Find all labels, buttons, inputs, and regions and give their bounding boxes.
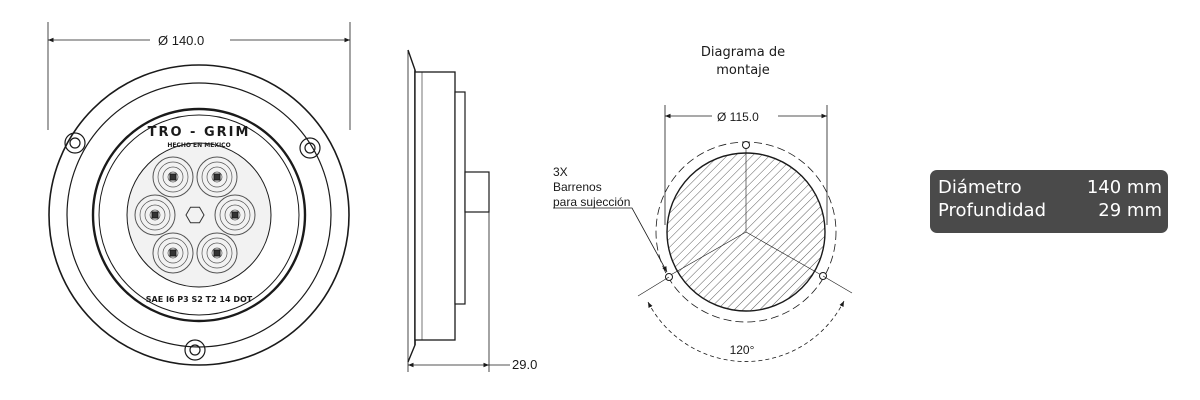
led-cell <box>196 156 238 198</box>
led-cell <box>134 194 176 236</box>
spec-label: Diámetro <box>938 177 1022 198</box>
angle-label: 120° <box>730 343 755 357</box>
side-view <box>407 49 510 372</box>
holes-count-label: 3X <box>553 165 568 179</box>
holes-label-line2: Barrenos <box>553 180 602 194</box>
led-cell <box>152 156 194 198</box>
led-cluster <box>134 156 256 274</box>
front-diameter-label: Ø 140.0 <box>158 33 204 48</box>
front-mounting-hole <box>64 132 86 154</box>
spec-value: 140 mm <box>1086 177 1162 198</box>
mounting-hole <box>742 141 750 149</box>
spec-value: 29 mm <box>1098 200 1162 221</box>
led-cell <box>196 232 238 274</box>
brand-text: TRO - GRIM <box>148 125 251 140</box>
holes-label-line3: para sujección <box>553 195 630 209</box>
center-hex <box>185 206 205 224</box>
front-mounting-hole <box>184 339 206 361</box>
led-cell <box>214 194 256 236</box>
made-in-text: HECHO EN MEXICO <box>167 142 230 149</box>
mounting-diameter-label: Ø 115.0 <box>717 110 759 124</box>
spec-row-depth: Profundidad 29 mm <box>938 199 1162 222</box>
front-mounting-hole <box>299 137 321 159</box>
spec-row-diameter: Diámetro 140 mm <box>938 176 1162 199</box>
angle-label-bg <box>725 341 759 357</box>
mounting-title-line2: montaje <box>716 63 770 78</box>
spec-label: Profundidad <box>938 200 1047 221</box>
spec-box: Diámetro 140 mm Profundidad 29 mm <box>930 170 1168 233</box>
certification-text: SAE I6 P3 S2 T2 14 DOT <box>146 295 253 304</box>
mounting-title-line1: Diagrama de <box>701 45 785 60</box>
led-cell <box>152 232 194 274</box>
mounting-diagram <box>553 105 853 362</box>
depth-label: 29.0 <box>512 357 537 372</box>
front-view <box>47 22 351 366</box>
